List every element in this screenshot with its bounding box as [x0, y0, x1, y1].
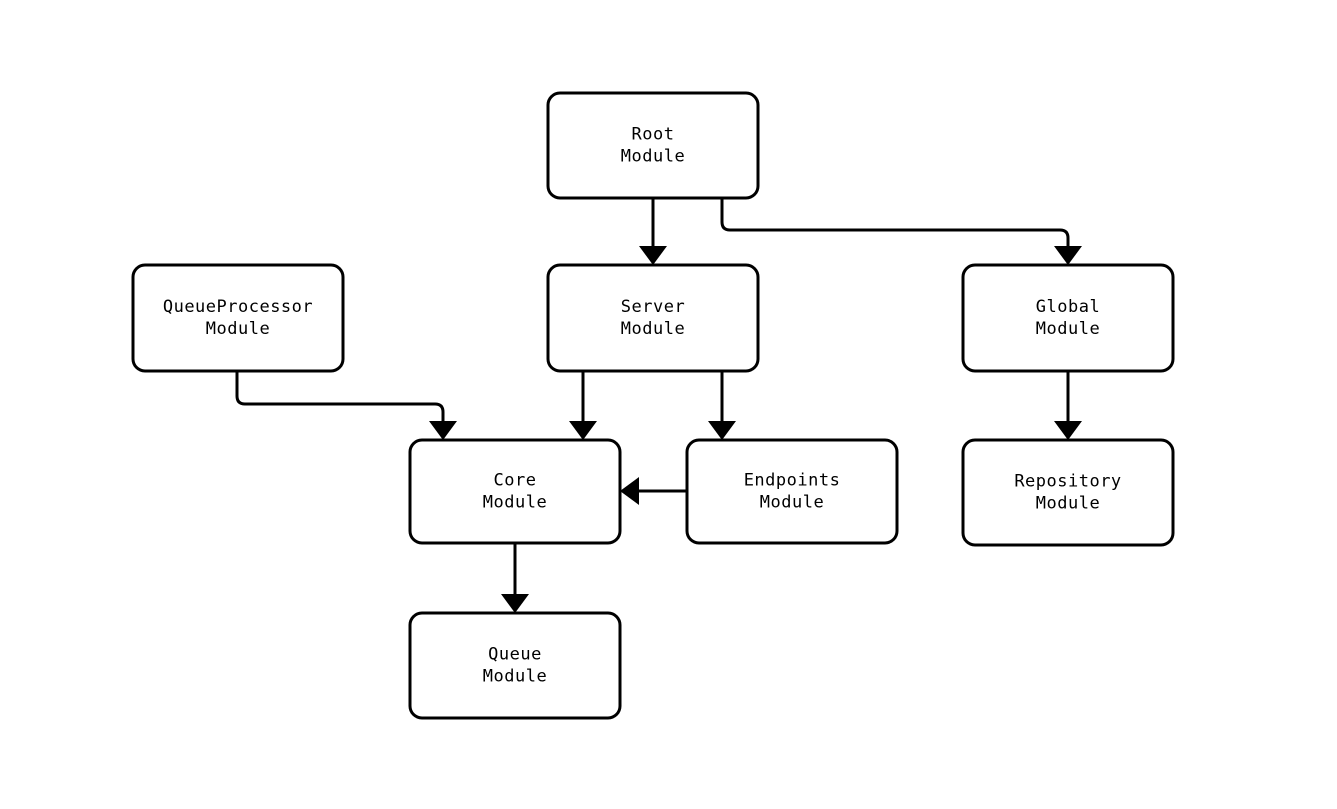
node-label-line1: QueueProcessor: [163, 297, 313, 317]
node-label-line1: Server: [621, 297, 685, 317]
arrow-head-icon: [429, 421, 457, 440]
arrow-head-icon: [708, 421, 736, 440]
node-label-line2: Module: [1036, 319, 1100, 339]
edge-root-to-server: [639, 198, 667, 265]
edge-server-to-core: [569, 371, 597, 440]
node-label-line1: Global: [1036, 297, 1100, 317]
edge-line: [720, 198, 1070, 247]
nodes-layer: RootModuleQueueProcessorModuleServerModu…: [131, 91, 1175, 720]
node-box[interactable]: [131, 263, 345, 373]
node-box[interactable]: [546, 263, 760, 373]
arrow-head-icon: [620, 477, 639, 505]
node-label-line1: Root: [632, 125, 675, 145]
arrow-head-icon: [569, 421, 597, 440]
node-label-line2: Module: [206, 319, 270, 339]
node-label-line1: Repository: [1014, 472, 1121, 492]
node-box[interactable]: [961, 438, 1175, 547]
edge-line: [235, 371, 445, 422]
edge-queueprocessor-to-core: [235, 371, 457, 440]
node-box[interactable]: [408, 611, 622, 720]
node-label-line2: Module: [483, 493, 547, 513]
edge-core-to-queue: [501, 543, 529, 613]
arrow-head-icon: [501, 594, 529, 613]
node-box[interactable]: [961, 263, 1175, 373]
node-label-line2: Module: [1036, 494, 1100, 514]
node-box[interactable]: [546, 91, 760, 200]
edge-root-to-global: [720, 198, 1082, 265]
edges-layer: [235, 198, 1082, 613]
arrow-head-icon: [1054, 246, 1082, 265]
arrow-head-icon: [639, 246, 667, 265]
node-label-line2: Module: [621, 147, 685, 167]
node-box[interactable]: [408, 438, 622, 545]
edge-global-to-repository: [1054, 371, 1082, 440]
node-label-line1: Endpoints: [744, 471, 841, 491]
node-label-line1: Core: [494, 471, 537, 491]
edge-endpoints-to-core: [620, 477, 687, 505]
arrow-head-icon: [1054, 421, 1082, 440]
node-label-line1: Queue: [488, 645, 542, 665]
node-label-line2: Module: [621, 319, 685, 339]
node-label-line2: Module: [760, 493, 824, 513]
node-label-line2: Module: [483, 667, 547, 687]
edge-server-to-endpoints: [708, 371, 736, 440]
node-box[interactable]: [685, 438, 899, 545]
